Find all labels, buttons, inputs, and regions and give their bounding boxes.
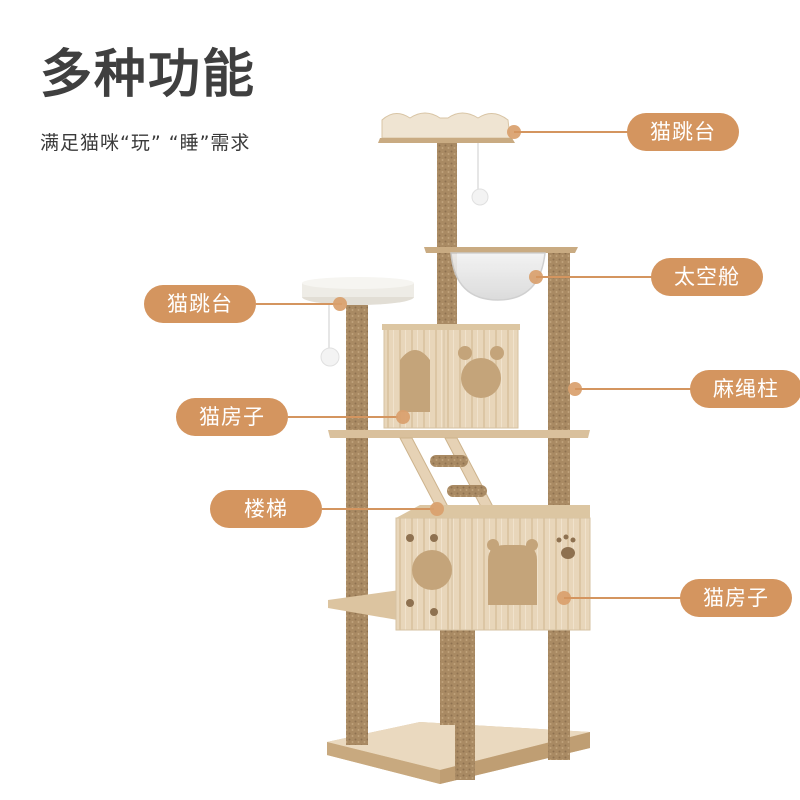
leader-line [256, 303, 342, 305]
rope-post-left [346, 305, 368, 745]
lower-house [395, 505, 591, 631]
leader-line [564, 597, 682, 599]
rope-post-front [455, 620, 475, 780]
upper-house [382, 324, 520, 429]
top-perch [378, 112, 515, 143]
callout-dot [396, 410, 410, 424]
label-left-perch: 猫跳台 [144, 285, 256, 323]
callout-dot [430, 502, 444, 516]
space-capsule [424, 247, 578, 301]
label-ladder: 楼梯 [210, 490, 322, 528]
rope-post-back [440, 615, 456, 725]
leader-line [536, 276, 652, 278]
leader-line [514, 131, 628, 133]
left-perch [302, 277, 414, 305]
page-title: 多种功能 [40, 45, 257, 105]
label-upper-house: 猫房子 [176, 398, 288, 436]
leader-line [575, 388, 691, 390]
page-subtitle: 满足猫咪“玩” “睡”需求 [40, 132, 251, 154]
label-sisal-post: 麻绳柱 [690, 370, 800, 408]
callout-dot [333, 297, 347, 311]
middle-platform [328, 430, 590, 438]
label-lower-house: 猫房子 [680, 579, 792, 617]
label-top-perch: 猫跳台 [627, 113, 739, 151]
label-space-capsule: 太空舱 [651, 258, 763, 296]
leader-line [322, 508, 434, 510]
leader-line [288, 416, 398, 418]
